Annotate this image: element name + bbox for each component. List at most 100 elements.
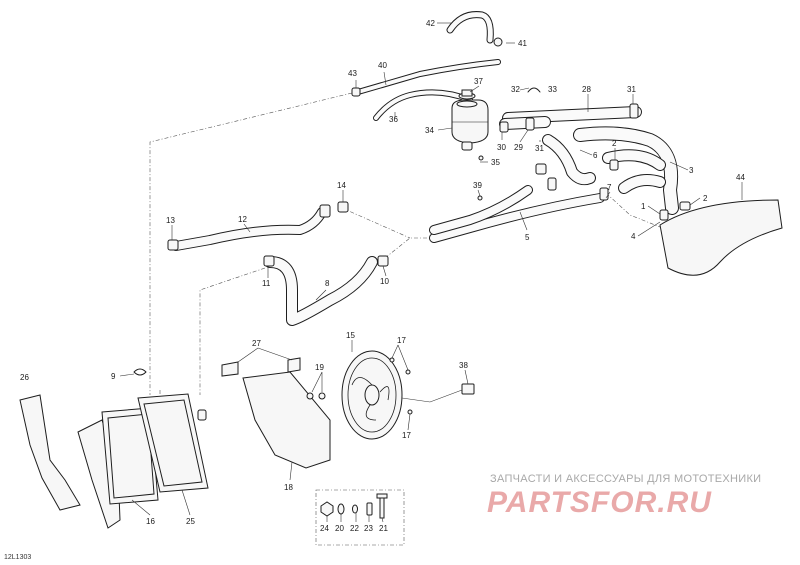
callout-33: 33 [548, 85, 557, 94]
callout-21: 21 [379, 524, 388, 533]
callout-41: 41 [518, 39, 527, 48]
hardware-box [315, 489, 405, 546]
callout-3: 3 [689, 166, 694, 175]
hose-4 [618, 174, 666, 194]
callout-30: 30 [497, 143, 506, 152]
spacer-23 [366, 502, 373, 516]
clamp-12-end [319, 204, 331, 218]
callout-17-lower: 17 [402, 431, 411, 440]
callout-44: 44 [736, 173, 745, 182]
hose-36 [373, 89, 473, 121]
watermark-logo: PARTSFOR.RU [487, 486, 712, 519]
screw-39 [477, 195, 483, 201]
callout-34: 34 [425, 126, 434, 135]
clamp-30 [499, 121, 509, 133]
hose-1 [602, 149, 666, 171]
heat-shield-44 [659, 199, 783, 276]
callout-12: 12 [238, 215, 247, 224]
clamp-41 [493, 37, 503, 47]
callout-43: 43 [348, 69, 357, 78]
clamp-2-upper [609, 159, 619, 171]
clamp-29 [525, 117, 535, 131]
callout-38: 38 [459, 361, 468, 370]
expansion-tank-34 [451, 99, 489, 151]
callout-11: 11 [262, 279, 271, 288]
clamp-2-lower [659, 209, 669, 221]
hose-8 [264, 256, 378, 326]
callout-20: 20 [335, 524, 344, 533]
callout-23: 23 [364, 524, 373, 533]
clamp-7b [599, 187, 609, 201]
callout-28: 28 [582, 85, 591, 94]
bolt-21 [379, 495, 385, 519]
clamp-31-upper [629, 103, 639, 119]
callout-19: 19 [315, 363, 324, 372]
diagram-reference-code: 12L1303 [4, 554, 32, 561]
washer-22 [352, 504, 358, 514]
callout-29: 29 [514, 143, 523, 152]
screw-17b [389, 357, 395, 363]
callout-7: 7 [607, 183, 612, 192]
screw-17c [407, 409, 413, 415]
screw-17a [405, 369, 411, 375]
clamp-11 [263, 255, 275, 267]
callout-16: 16 [146, 517, 155, 526]
clamp-31-lower [535, 163, 547, 175]
fan-wire [401, 389, 463, 403]
callout-32: 32 [511, 85, 520, 94]
watermark-caption: ЗАПЧАСТИ И АКСЕССУАРЫ ДЛЯ МОТОТЕХНИКИ [490, 473, 762, 485]
clamp-4 [679, 201, 691, 211]
hose-12 [171, 207, 327, 251]
clamp-10 [377, 255, 389, 267]
clamp-13 [167, 239, 179, 251]
clamp-14 [337, 201, 349, 213]
clip-27b [287, 357, 301, 373]
hose-40 [355, 59, 501, 95]
callout-14: 14 [337, 181, 346, 190]
callout-37: 37 [474, 77, 483, 86]
tank-cap-37 [458, 89, 476, 100]
screw-35 [478, 155, 484, 161]
clip-27a [221, 361, 239, 377]
callout-13: 13 [166, 216, 175, 225]
callout-24: 24 [320, 524, 329, 533]
callout-17-upper: 17 [397, 336, 406, 345]
callout-9: 9 [111, 372, 116, 381]
clamp-33 [527, 87, 541, 93]
callout-8: 8 [325, 279, 330, 288]
radiator-port [197, 409, 207, 421]
clamp-43 [351, 87, 361, 97]
callout-labels: 42 41 40 43 37 33 32 28 31 36 34 30 29 3… [20, 19, 745, 533]
callout-39: 39 [473, 181, 482, 190]
callout-27: 27 [252, 339, 261, 348]
hose-32 [499, 116, 551, 130]
nut-24 [320, 501, 334, 517]
washer-20 [337, 503, 345, 515]
leader-lines [119, 22, 743, 523]
hose-3 [573, 126, 679, 215]
fan-shroud-18 [242, 371, 331, 469]
grommet-19b [318, 392, 326, 400]
callout-35: 35 [491, 158, 500, 167]
callout-22: 22 [350, 524, 359, 533]
clamp-9 [133, 368, 147, 376]
callout-40: 40 [378, 61, 387, 70]
callout-36: 36 [389, 115, 398, 124]
hose-42 [446, 11, 494, 44]
callout-25: 25 [186, 517, 195, 526]
hose-6 [542, 134, 596, 186]
cooling-fan-15 [341, 350, 403, 440]
bracket-26 [19, 394, 81, 511]
callout-18: 18 [284, 483, 293, 492]
grommet-19a [306, 392, 314, 400]
hose-5 [429, 185, 605, 243]
callout-15: 15 [346, 331, 355, 340]
callout-2-lower: 2 [703, 194, 708, 203]
callout-2-upper: 2 [612, 139, 617, 148]
bolt-21-head [376, 493, 388, 499]
clamp-7 [547, 177, 557, 191]
callout-31-upper: 31 [627, 85, 636, 94]
callout-26: 26 [20, 373, 29, 382]
